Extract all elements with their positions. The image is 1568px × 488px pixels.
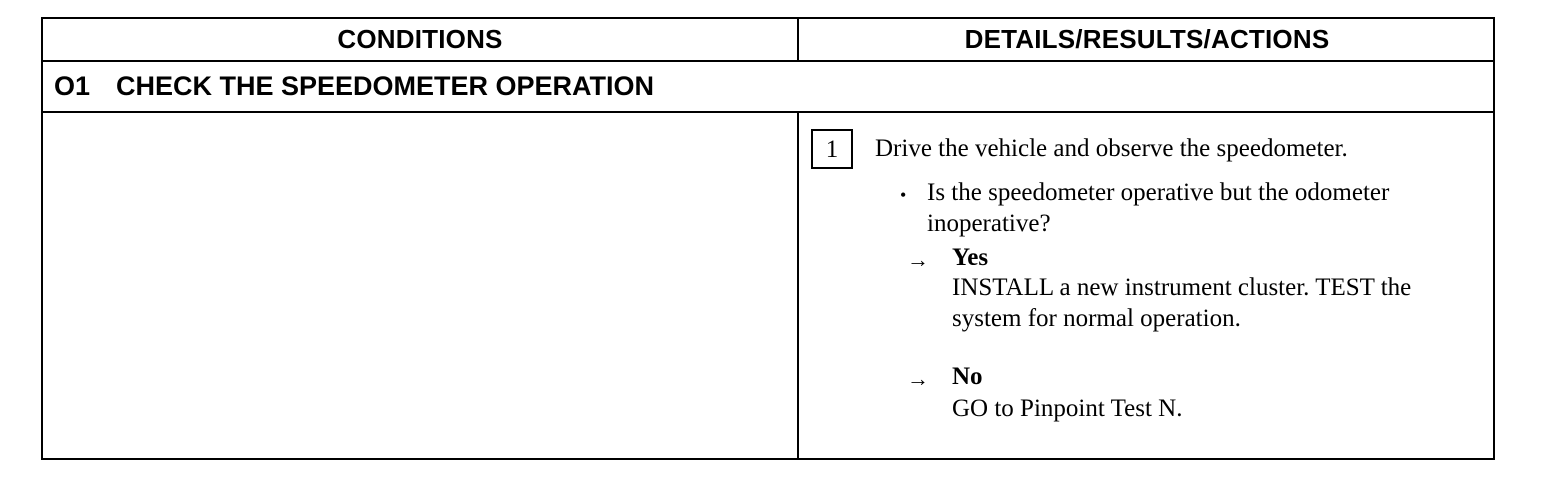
answer-no-action: GO to Pinpoint Test N. (952, 395, 1183, 422)
answer-yes-action: INSTALL a new instrument cluster. TEST t… (952, 274, 1412, 332)
section-number: O1 (54, 71, 91, 101)
bullet-icon: • (900, 185, 907, 205)
step-number-box: 1 (811, 129, 853, 169)
details-cell: 1 Drive the vehicle and observe the spee… (799, 113, 1495, 458)
conditions-cell (43, 113, 799, 458)
table-row: 1 Drive the vehicle and observe the spee… (43, 113, 1493, 458)
section-title-row: O1 CHECK THE SPEEDOMETER OPERATION (43, 62, 1493, 113)
table-header: CONDITIONS DETAILS/RESULTS/ACTIONS (43, 19, 1493, 62)
arrow-right-icon: → (907, 366, 929, 391)
conditions-header: CONDITIONS (43, 19, 799, 60)
answer-yes-label: Yes (952, 244, 989, 271)
step-instruction: Drive the vehicle and observe the speedo… (875, 135, 1348, 162)
diagnostic-table: CONDITIONS DETAILS/RESULTS/ACTIONS O1 CH… (41, 17, 1495, 460)
arrow-right-icon: → (907, 247, 929, 272)
section-title: CHECK THE SPEEDOMETER OPERATION (116, 71, 655, 101)
step-question: Is the speedometer operative but the odo… (927, 179, 1390, 237)
details-header: DETAILS/RESULTS/ACTIONS (964, 24, 1330, 54)
answer-no-label: No (952, 363, 983, 390)
